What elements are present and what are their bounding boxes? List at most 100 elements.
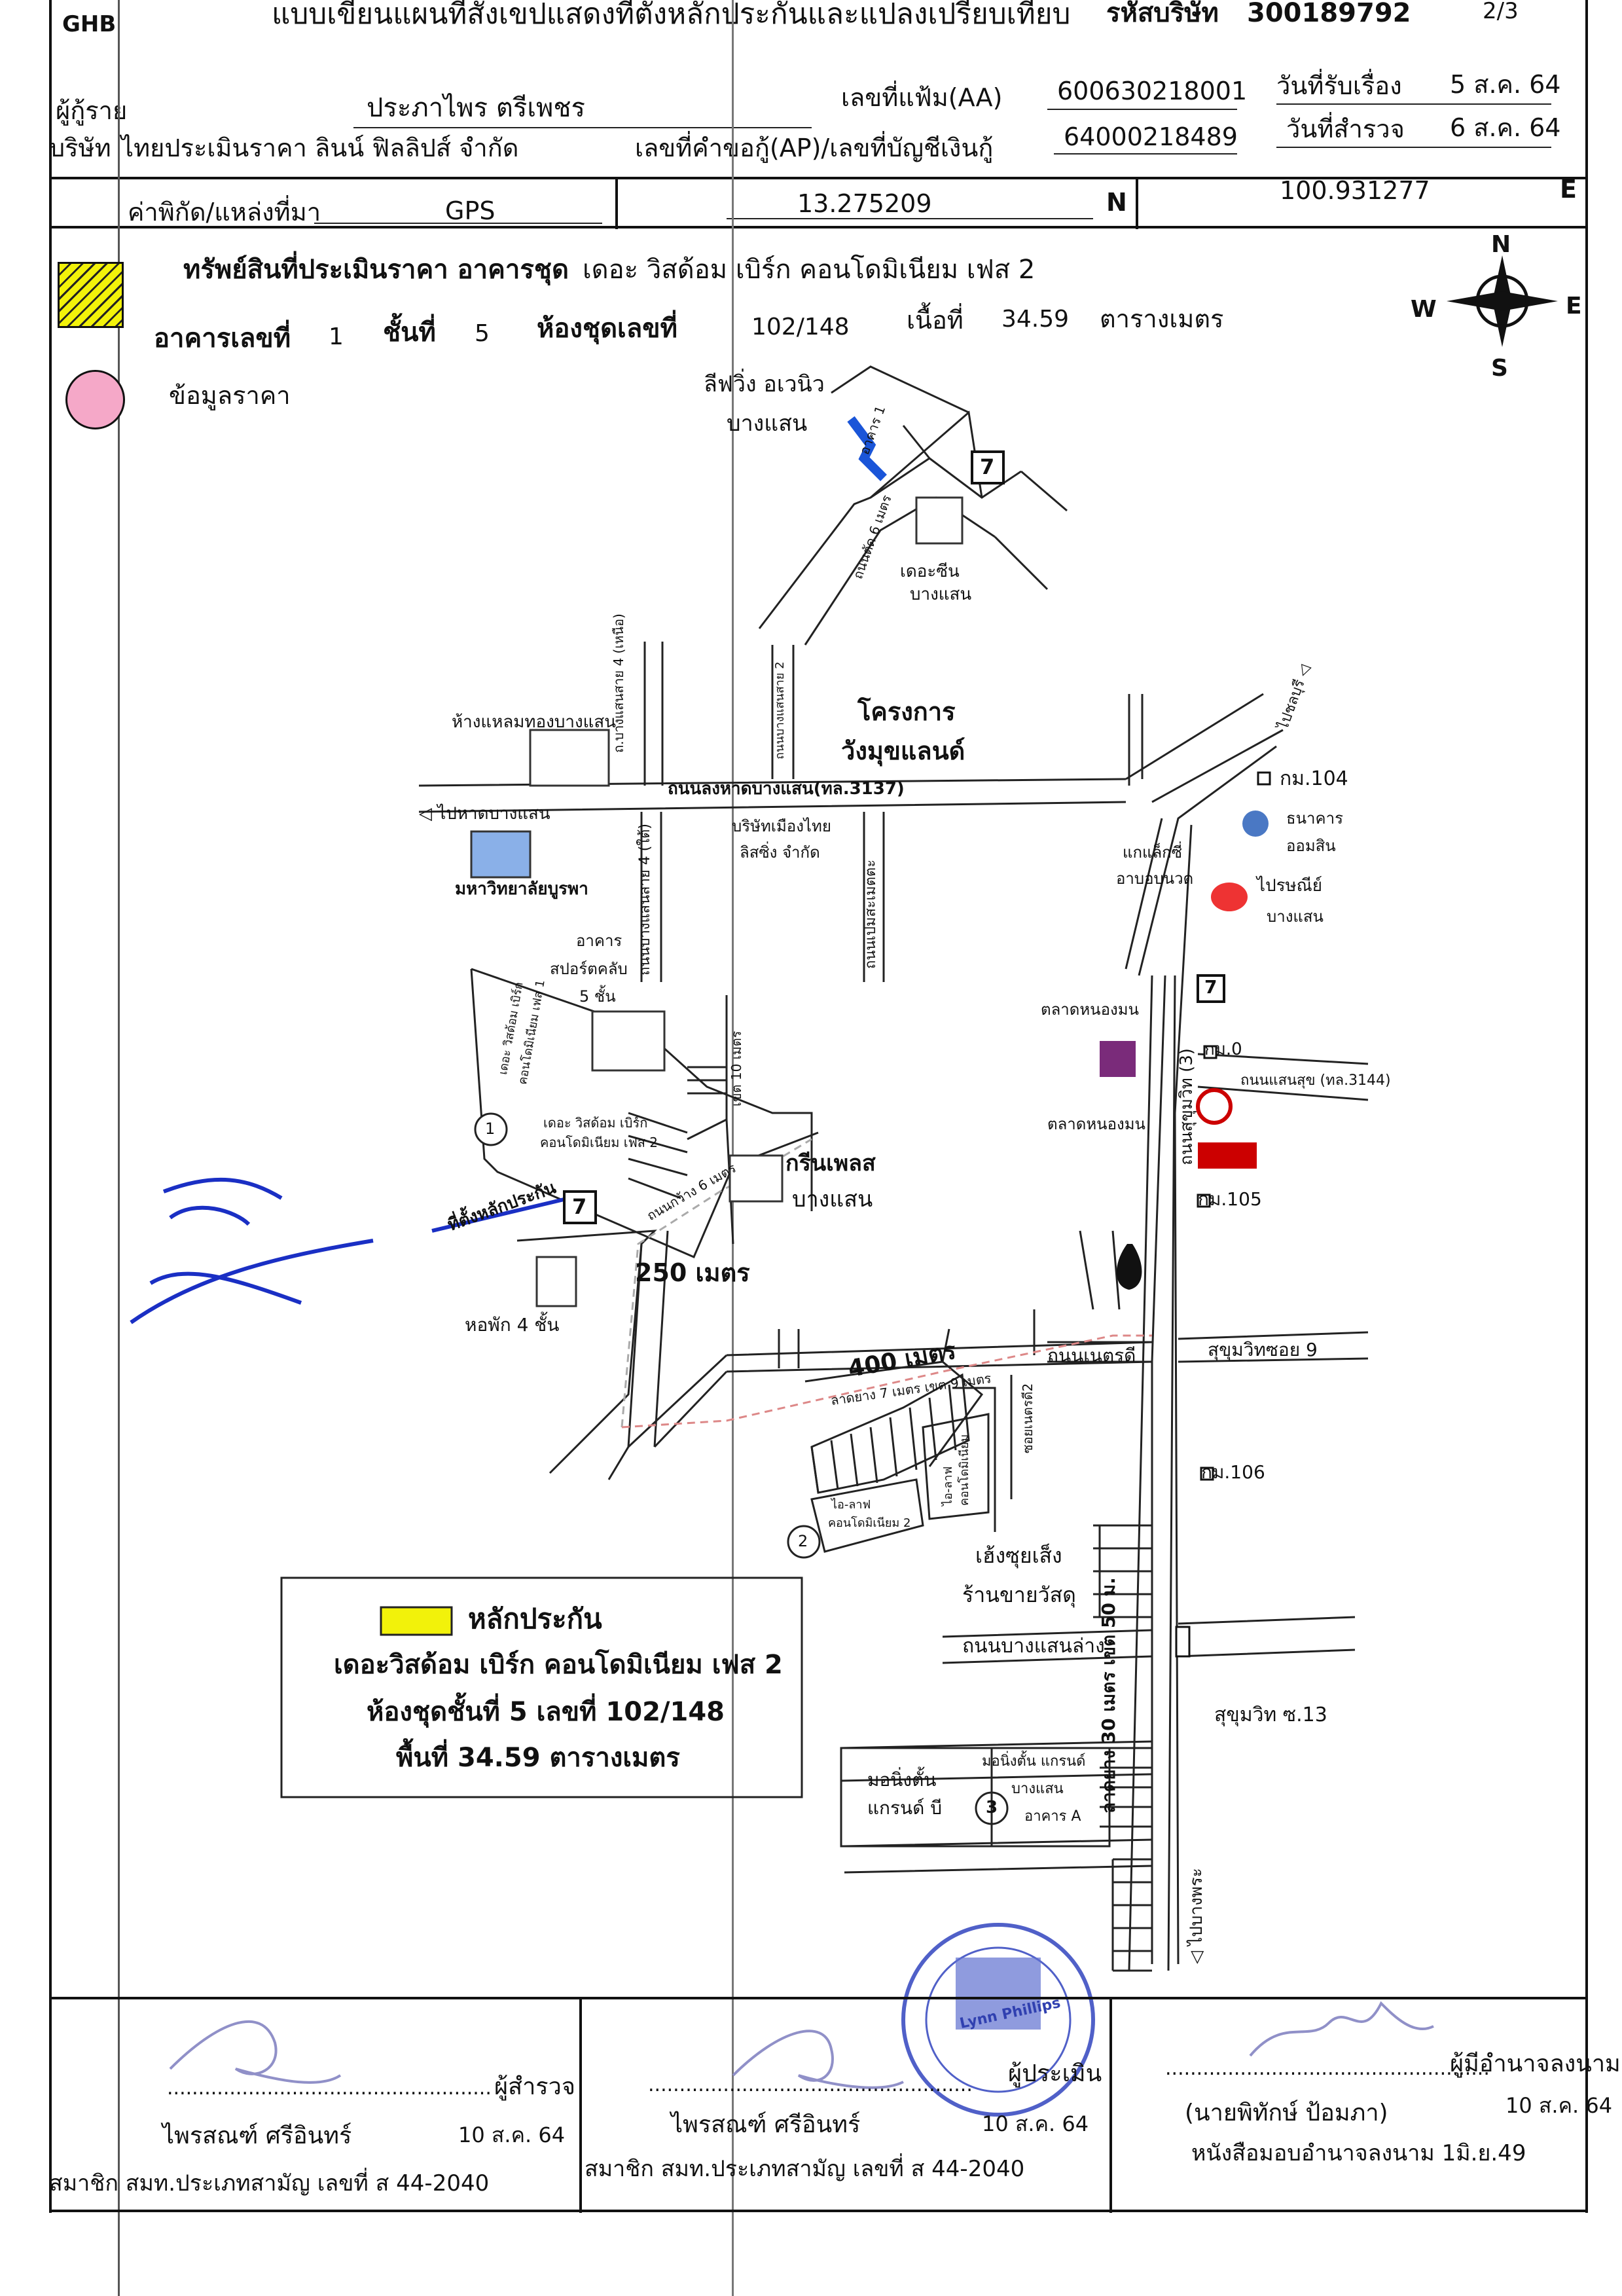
latitude-dir: N xyxy=(1106,188,1127,217)
company-code: 300189792 xyxy=(1247,0,1411,28)
survey-label: วันที่สำรวจ xyxy=(1286,115,1405,143)
floor-no: 5 xyxy=(475,320,490,347)
unit-label: ห้องชุดเลขที่ xyxy=(537,314,677,344)
label-km104: กม.104 xyxy=(1280,767,1348,790)
longitude-value: 100.931277 xyxy=(1280,176,1430,205)
label-to-bangphra: ◁ ไปบางพระ xyxy=(1187,1868,1206,1964)
appraiser-member: สมาชิก สมท.ประเภทสามัญ เลขที่ ส 44-2040 xyxy=(585,2156,1025,2182)
label-road-lower: ถนนบางแสนล่าง xyxy=(962,1635,1105,1658)
area-label: เนื้อที่ xyxy=(907,306,964,335)
authorized-doc: หนังสือมอบอำนาจลงนาม 1มิ.ย.49 xyxy=(1191,2140,1526,2166)
label-zeen-1: เดอะซีน xyxy=(900,562,960,581)
collateral-box-title: หลักประกัน xyxy=(468,1603,602,1635)
brand-label: GHB xyxy=(62,11,117,37)
label-muangthai-1: บริษัทเมืองไทย xyxy=(732,817,831,835)
company-label: บริษัท xyxy=(49,134,111,162)
inspector-dots: ........................................… xyxy=(167,2077,492,2100)
latitude-value: 13.275209 xyxy=(797,189,932,218)
asset-title: ทรัพย์สินที่ประเมินราคา อาคารชุด xyxy=(183,255,569,285)
longitude-dir: E xyxy=(1560,175,1577,204)
label-morning-5: อาคาร A xyxy=(1024,1808,1081,1825)
collateral-box-line2: ห้องชุดชั้นที่ 5 เลขที่ 102/148 xyxy=(367,1697,725,1727)
label-project-1: โครงการ xyxy=(857,697,956,726)
label-zeen-2: บางแสน xyxy=(910,585,972,604)
authorized-dots: ........................................… xyxy=(1165,2057,1490,2080)
compass-n: N xyxy=(1491,231,1511,258)
collateral-box-line3: พื้นที่ 34.59 ตารางเมตร xyxy=(396,1743,680,1773)
label-idea1-a: ไอ-ลาฟ xyxy=(941,1466,955,1506)
label-green-1: กรีนเพลส xyxy=(785,1150,876,1176)
survey-date: 6 ส.ค. 64 xyxy=(1450,113,1561,142)
label-width-10: เขต 10 เมตร xyxy=(729,1030,744,1106)
price-info-label: ข้อมูลราคา xyxy=(169,381,291,410)
label-idea2-b: คอนโดมิเนียม 2 xyxy=(828,1516,911,1530)
page-title: แบบเขียนแผนที่สังเขปแสดงที่ตั้งหลักประกั… xyxy=(272,0,1071,31)
authorized-name: (นายพิทักษ์ ป้อมภา) xyxy=(1185,2100,1388,2126)
label-idea1-b: คอนโดมิเนียม xyxy=(958,1434,971,1506)
inspector-member: สมาชิก สมท.ประเภทสามัญ เลขที่ ส 44-2040 xyxy=(49,2170,490,2196)
received-label: วันที่รับเรื่อง xyxy=(1276,71,1402,100)
label-post-1: ไปรษณีย์ xyxy=(1257,876,1323,896)
marker-3: 3 xyxy=(986,1798,998,1817)
label-sport-1: อาคาร xyxy=(576,932,622,950)
label-road-bangsaen4s: ถนนบางแสนสาย 4 (ใต้) xyxy=(637,824,653,975)
label-road-main: ถนนลงหาดบางแสน(ทล.3137) xyxy=(668,779,905,799)
label-burapha: มหาวิทยาลัยบูรพา xyxy=(455,879,588,899)
label-soi13: สุขุมวิท ซ.13 xyxy=(1214,1704,1327,1726)
file-no: 600630218001 xyxy=(1057,77,1248,105)
label-hang: ห้างแหลมทองบางแสน xyxy=(452,712,617,732)
label-morning-1: มอนิ่งตั้น xyxy=(867,1769,937,1791)
label-morning-4: บางแสน xyxy=(1011,1781,1064,1797)
collateral-box-line1: เดอะวิสด้อม เบิร์ก คอนโดมิเนียม เฟส 2 xyxy=(334,1650,783,1680)
seven-eleven-icon: 7 xyxy=(1204,976,1217,998)
seven-eleven-icon: 7 xyxy=(572,1194,587,1219)
label-wisdom2-b: คอนโดมิเนียม เฟส 2 xyxy=(540,1135,658,1150)
building-label: อาคารเลขที่ xyxy=(154,323,291,354)
label-post-2: บางแสน xyxy=(1267,907,1324,926)
company-name: ไทยประเมินราคา ลินน์ ฟิลลิปส์ จำกัด xyxy=(121,134,519,162)
seven-eleven-icon: 7 xyxy=(980,454,995,479)
area-value: 34.59 xyxy=(1001,306,1070,333)
compass-icon xyxy=(1447,255,1558,347)
label-green-2: บางแสน xyxy=(792,1186,873,1212)
label-soi9: สุขุมวิทซอย 9 xyxy=(1208,1339,1318,1360)
collateral-legend-swatch xyxy=(58,262,124,328)
label-leeway: ลีฟวิ่ง อเวนิว xyxy=(704,371,825,397)
label-heng-1: เฮ้งซุยเส็ง xyxy=(975,1543,1062,1568)
appraiser-dots: ........................................… xyxy=(648,2073,973,2096)
label-dorm: หอพัก 4 ชั้น xyxy=(465,1314,560,1336)
marker-1: 1 xyxy=(485,1120,496,1138)
label-galaxy-1: แกแล็กซี่ xyxy=(1123,843,1182,862)
request-no-label: เลขที่คำขอกู้(AP)/เลขที่บัญชีเงินกู้ xyxy=(635,134,994,162)
appraiser-role: ผู้ประเมิน xyxy=(1008,2060,1102,2087)
area-unit: ตารางเมตร xyxy=(1100,304,1224,333)
label-road-pracha: ถนนเปมสะเมตตะ xyxy=(863,859,879,969)
label-bank-1: ธนาคาร xyxy=(1286,809,1343,828)
label-galaxy-2: อาบอบนวด xyxy=(1116,869,1194,888)
label-road-bangsaen4n: ถ.บางแสนสาย 4 (เหนือ) xyxy=(611,613,626,753)
company-code-label: รหัสบริษัท xyxy=(1106,0,1219,28)
unit-no: 102/148 xyxy=(751,314,850,340)
appraiser-name: ไพรสณฑ์ ศรีอินทร์ xyxy=(671,2111,861,2138)
label-wisdom2-a: เดอะ วิสด้อม เบิร์ก xyxy=(543,1115,648,1131)
label-sport-3: 5 ชั้น xyxy=(579,987,616,1006)
authorized-date: 10 ส.ค. 64 xyxy=(1505,2093,1613,2118)
borrower-label: ผู้กู้ราย xyxy=(56,96,128,125)
label-idea2-a: ไอ-ลาฟ xyxy=(831,1498,871,1512)
inspector-role: ผู้สำรวจ xyxy=(494,2073,575,2100)
label-road-saensuk: ถนนแสนสุข (ทล.3144) xyxy=(1240,1072,1391,1089)
price-legend-swatch xyxy=(65,370,125,429)
label-sport-2: สปอร์ตคลับ xyxy=(550,960,628,978)
compass-e: E xyxy=(1566,293,1582,319)
borrower-name: ประภาไพร ตรีเพชร xyxy=(367,93,586,123)
request-no: 64000218489 xyxy=(1064,122,1238,151)
label-morning-2: แกรนด์ บี xyxy=(867,1797,943,1819)
label-soi-netdee2: ซอยเนตรดี2 xyxy=(1020,1383,1036,1453)
label-dist-250: 250 เมตร xyxy=(635,1258,750,1287)
label-km105: กม.105 xyxy=(1198,1188,1262,1210)
received-date: 5 ส.ค. 64 xyxy=(1450,70,1561,99)
label-bank-2: ออมสิน xyxy=(1286,837,1336,855)
appraiser-date: 10 ส.ค. 64 xyxy=(982,2111,1089,2136)
label-market-1: ตลาดหนองมน xyxy=(1041,1000,1139,1019)
